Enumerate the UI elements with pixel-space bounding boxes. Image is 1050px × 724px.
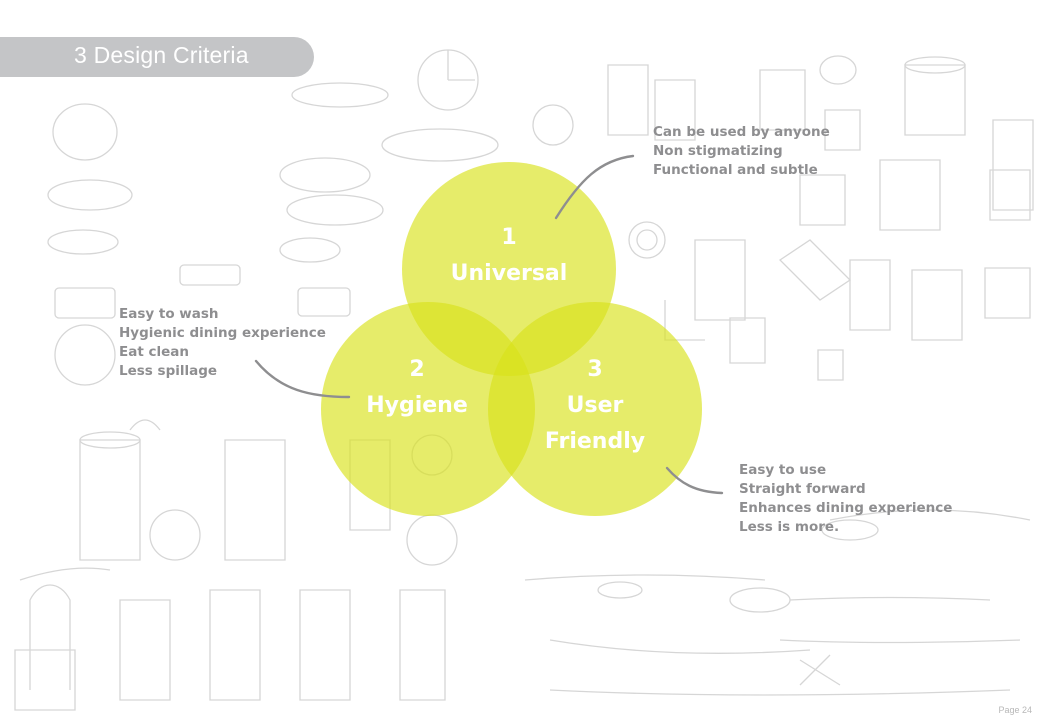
universal-title: Universal xyxy=(450,261,568,286)
note-item: Hygienic dining experience xyxy=(119,325,326,341)
notes-user-friendly: Easy to use Straight forward Enhances di… xyxy=(739,461,952,537)
user-friendly-title-line2: Friendly xyxy=(544,429,646,454)
hygiene-number: 2 xyxy=(409,357,425,382)
note-item: Straight forward xyxy=(739,481,866,497)
notes-hygiene: Easy to wash Hygienic dining experience … xyxy=(119,305,326,381)
universal-number: 1 xyxy=(501,225,517,250)
connector-hygiene xyxy=(254,359,351,399)
note-item: Less spillage xyxy=(119,363,218,379)
note-item: Non stigmatizing xyxy=(653,143,783,159)
connector-universal xyxy=(554,154,635,220)
note-item: Enhances dining experience xyxy=(739,500,953,516)
note-item: Can be used by anyone xyxy=(653,124,830,140)
notes-universal: Can be used by anyone Non stigmatizing F… xyxy=(653,123,830,180)
circle-user-friendly xyxy=(488,302,702,516)
label-universal: 1 Universal xyxy=(419,220,599,292)
label-user-friendly: 3 User Friendly xyxy=(505,352,685,460)
hygiene-title: Hygiene xyxy=(366,393,468,418)
connector-user-friendly xyxy=(665,466,724,495)
page-title: 3 Design Criteria xyxy=(74,42,249,68)
user-friendly-title-line1: User xyxy=(566,393,624,418)
page-number: Page 24 xyxy=(998,705,1032,715)
user-friendly-number: 3 xyxy=(587,357,603,382)
circle-hygiene xyxy=(321,302,535,516)
note-item: Easy to use xyxy=(739,462,827,478)
note-item: Functional and subtle xyxy=(653,162,818,178)
note-item: Easy to wash xyxy=(119,306,219,322)
note-item: Eat clean xyxy=(119,344,189,360)
note-item: Less is more. xyxy=(739,519,840,535)
section-title-banner: 3 Design Criteria xyxy=(0,37,314,77)
label-hygiene: 2 Hygiene xyxy=(327,352,507,424)
